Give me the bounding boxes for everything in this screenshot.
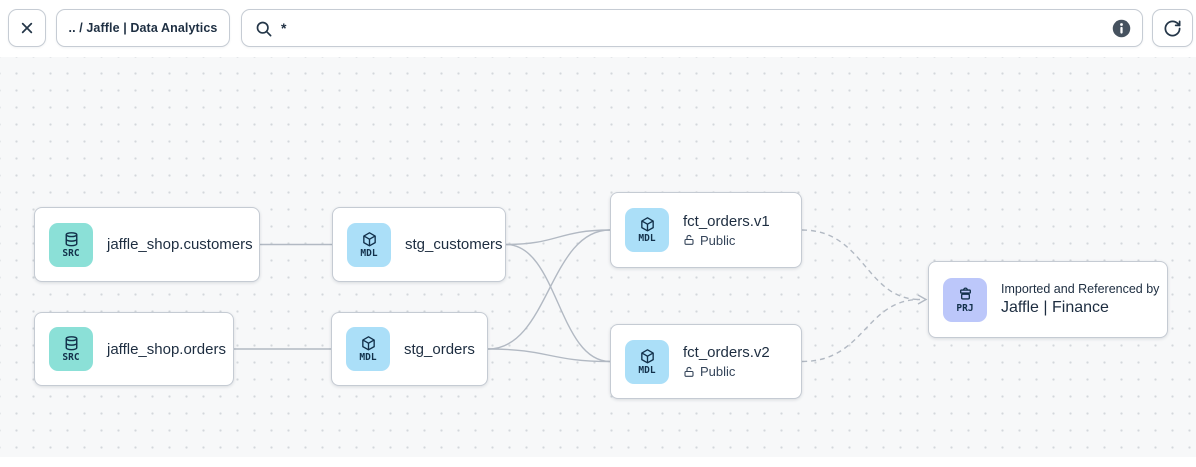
model-badge: MDL [625, 208, 669, 252]
node-caption: Imported and Referenced by [1001, 282, 1160, 296]
close-icon [21, 22, 33, 34]
source-badge: SRC [49, 327, 93, 371]
badge-type-label: MDL [638, 364, 656, 376]
node-title: jaffle_shop.orders [107, 340, 226, 358]
edge-stg-orders-to-fct-v1 [487, 229, 611, 350]
package-icon [361, 336, 375, 351]
model-badge: MDL [346, 327, 390, 371]
access-row: Public [683, 233, 770, 248]
project-badge: PRJ [943, 277, 987, 322]
node-title: fct_orders.v1 [683, 212, 770, 230]
info-icon[interactable] [1111, 18, 1132, 39]
model-badge: MDL [625, 339, 669, 384]
unlock-icon [684, 234, 694, 245]
node-title: jaffle_shop.customers [107, 236, 253, 253]
refresh-icon [1164, 20, 1181, 36]
node-title: stg_customers [405, 236, 503, 253]
breadcrumb-button[interactable]: .. / Jaffle | Data Analytics [56, 9, 230, 47]
edge-fct-v2-to-prj [801, 298, 921, 363]
unlock-icon [684, 366, 694, 377]
search-input[interactable] [273, 20, 1111, 36]
node-stg-customers[interactable]: MDL stg_customers [332, 207, 506, 282]
badge-type-label: MDL [638, 233, 656, 245]
lineage-canvas[interactable] [0, 57, 1196, 457]
database-icon [65, 336, 77, 351]
badge-type-label: SRC [62, 247, 80, 259]
node-jaffle-finance-project[interactable]: PRJ Imported and Referenced by Jaffle | … [928, 261, 1168, 338]
node-jaffle-shop-customers[interactable]: SRC jaffle_shop.customers [34, 207, 260, 282]
close-button[interactable] [8, 9, 46, 47]
badge-type-label: SRC [62, 352, 80, 364]
node-fct-orders-v2[interactable]: MDL fct_orders.v2 Public [610, 324, 802, 399]
node-jaffle-shop-orders[interactable]: SRC jaffle_shop.orders [34, 312, 234, 386]
source-badge: SRC [49, 222, 93, 267]
node-stg-orders[interactable]: MDL stg_orders [331, 312, 488, 386]
breadcrumb-label: .. / Jaffle | Data Analytics [68, 21, 218, 35]
refresh-button[interactable] [1152, 9, 1193, 47]
node-title: stg_orders [404, 340, 475, 358]
project-icon [959, 287, 971, 300]
edge-fct-v1-to-prj [801, 229, 921, 301]
edge-stg-orders-to-fct-v2 [487, 348, 611, 363]
badge-type-label: MDL [359, 352, 377, 364]
package-icon [640, 217, 654, 232]
node-title: fct_orders.v2 [683, 344, 770, 361]
model-badge: MDL [347, 222, 391, 267]
edge-arrowhead-icon [917, 294, 928, 305]
edge-stg-customers-to-fct-v1 [505, 229, 611, 246]
database-icon [65, 231, 77, 247]
edge-stg-customers-to-fct-v2 [505, 243, 611, 363]
search-icon [256, 21, 272, 36]
access-label: Public [700, 364, 736, 379]
badge-type-label: MDL [360, 247, 378, 259]
access-label: Public [700, 232, 736, 248]
badge-type-label: PRJ [956, 302, 974, 314]
search-box[interactable] [241, 9, 1143, 47]
access-row: Public [683, 364, 770, 379]
node-title: Jaffle | Finance [1001, 299, 1109, 316]
package-icon [640, 348, 654, 364]
package-icon [362, 231, 376, 247]
node-fct-orders-v1[interactable]: MDL fct_orders.v1 Public [610, 192, 802, 268]
